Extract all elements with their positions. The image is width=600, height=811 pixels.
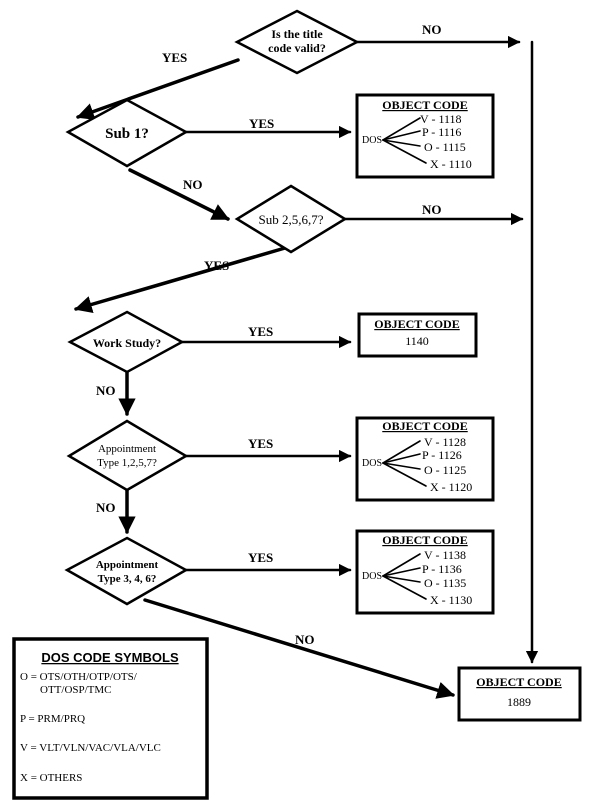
- object-box-appt-1257-title: OBJECT CODE: [382, 419, 467, 433]
- label-workstudy-yes: YES: [248, 324, 273, 339]
- object-box-appt-346: OBJECT CODE DOS V - 1138 P - 1136 O - 11…: [355, 529, 495, 615]
- legend-p: P = PRM/PRQ: [20, 713, 85, 725]
- legend-title: DOS CODE SYMBOLS: [41, 650, 179, 665]
- decision-appt-346-line1: Appointment: [96, 559, 159, 571]
- label-title-no: NO: [422, 22, 442, 37]
- object-box-final: OBJECT CODE 1889: [457, 666, 582, 722]
- decision-appt-1257-line1: Appointment: [98, 443, 156, 455]
- decision-sub1: Sub 1?: [65, 98, 189, 168]
- object-box-appt-1257-x: X - 1120: [430, 480, 472, 494]
- object-box-sub1-p: P - 1116: [422, 125, 461, 139]
- decision-title-valid-line2: code valid?: [268, 41, 326, 55]
- object-box-appt-1257-o: O - 1125: [424, 463, 466, 477]
- object-box-sub1-x: X - 1110: [430, 157, 472, 171]
- label-sub1-no: NO: [183, 177, 203, 192]
- label-workstudy-no: NO: [96, 383, 116, 398]
- object-box-appt-346-x: X - 1130: [430, 593, 472, 607]
- object-box-appt-346-v: V - 1138: [424, 548, 466, 562]
- edge-title-yes: [76, 58, 240, 120]
- legend-v: V = VLT/VLN/VAC/VLA/VLC: [20, 742, 161, 754]
- decision-sub2567: Sub 2,5,6,7?: [234, 184, 348, 254]
- object-box-sub1-dos: DOS: [362, 135, 382, 146]
- label-appt346-yes: YES: [248, 550, 273, 565]
- object-box-sub1-title: OBJECT CODE: [382, 98, 467, 112]
- decision-title-valid: Is the title code valid?: [234, 9, 360, 75]
- object-box-final-code: 1889: [507, 695, 531, 709]
- decision-sub1-label: Sub 1?: [105, 126, 149, 142]
- object-box-sub1-v: V - 1118: [420, 112, 462, 126]
- label-sub1-yes: YES: [249, 116, 274, 131]
- decision-appt-346: Appointment Type 3, 4, 6?: [64, 536, 189, 606]
- legend-o-line1: O = OTS/OTH/OTP/OTS/: [20, 671, 138, 683]
- decision-work-study-label: Work Study?: [93, 336, 161, 350]
- object-box-sub1-o: O - 1115: [424, 140, 466, 154]
- edge-sub1-no: [128, 168, 230, 221]
- decision-sub2567-label: Sub 2,5,6,7?: [259, 212, 324, 227]
- object-box-appt-1257-dos: DOS: [362, 458, 382, 469]
- object-box-work-study: OBJECT CODE 1140: [357, 312, 478, 358]
- decision-title-valid-line1: Is the title: [271, 27, 323, 41]
- object-box-appt-1257-v: V - 1128: [424, 435, 466, 449]
- object-box-appt-346-title: OBJECT CODE: [382, 533, 467, 547]
- label-appt1257-yes: YES: [248, 436, 273, 451]
- object-box-final-title: OBJECT CODE: [476, 675, 561, 689]
- object-box-appt-1257-p: P - 1126: [422, 448, 462, 462]
- decision-appt-1257: Appointment Type 1,2,5,7?: [66, 419, 189, 492]
- edge-sub2567-yes: [74, 246, 287, 313]
- label-sub2567-no: NO: [422, 202, 442, 217]
- label-title-yes: YES: [162, 50, 187, 65]
- decision-appt-1257-line2: Type 1,2,5,7?: [97, 457, 157, 469]
- label-sub2567-yes: YES: [204, 258, 229, 273]
- decision-work-study: Work Study?: [67, 310, 185, 374]
- object-box-sub1: OBJECT CODE DOS V - 1118 P - 1116 O - 11…: [355, 93, 495, 179]
- object-box-appt-346-dos: DOS: [362, 571, 382, 582]
- object-box-work-study-code: 1140: [405, 334, 429, 348]
- edge-appt346-no: [143, 598, 455, 699]
- object-box-appt-1257: OBJECT CODE DOS V - 1128 P - 1126 O - 11…: [355, 416, 495, 502]
- object-box-work-study-title: OBJECT CODE: [374, 317, 459, 331]
- legend-x: X = OTHERS: [20, 772, 82, 784]
- legend-dos-code-symbols: DOS CODE SYMBOLS O = OTS/OTH/OTP/OTS/ OT…: [12, 637, 209, 800]
- label-appt346-no: NO: [295, 632, 315, 647]
- object-box-appt-346-o: O - 1135: [424, 576, 466, 590]
- label-appt1257-no: NO: [96, 500, 116, 515]
- object-box-appt-346-p: P - 1136: [422, 562, 462, 576]
- legend-o-line2: OTT/OSP/TMC: [40, 684, 112, 696]
- decision-appt-346-line2: Type 3, 4, 6?: [98, 573, 157, 585]
